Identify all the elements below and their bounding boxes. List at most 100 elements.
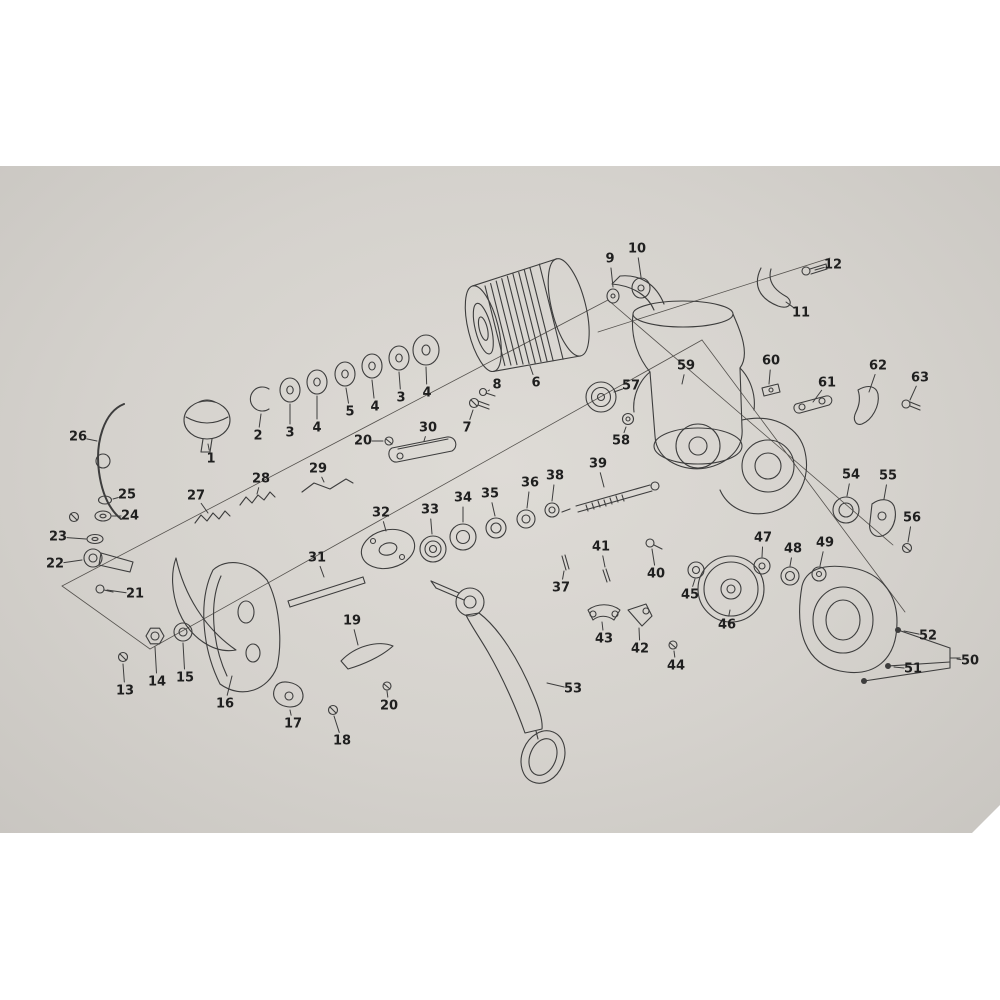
leader-line [487, 389, 491, 392]
part-number-label: 46 [718, 618, 736, 633]
part-number-label: 21 [126, 587, 144, 602]
leader-line [430, 518, 433, 535]
leader-line [846, 483, 850, 497]
leader-line [692, 578, 696, 587]
part-number-label: 43 [595, 632, 613, 647]
leader-line [819, 551, 824, 567]
leader-line [728, 609, 731, 617]
part-number-label: 20 [380, 699, 398, 714]
part-number-label: 54 [842, 468, 860, 483]
part-number-label: 42 [631, 642, 649, 657]
part-number-label: 9 [605, 252, 614, 267]
leader-line [637, 257, 642, 278]
part-number-label: 51 [904, 662, 922, 677]
leader-line [651, 548, 656, 566]
pinion-gear [585, 381, 635, 426]
part-number-label: 35 [481, 487, 499, 502]
leader-line [491, 502, 496, 517]
leader-line [345, 387, 350, 404]
lower-small-parts [273, 643, 394, 716]
leader-line [122, 663, 125, 683]
part-number-label: 3 [396, 391, 405, 406]
leader-line [638, 627, 641, 641]
part-number-label: 23 [49, 530, 67, 545]
part-number-label: 11 [792, 306, 810, 321]
bail-arm-parts [606, 263, 828, 308]
leader-line [623, 426, 627, 434]
leader-line [382, 521, 387, 532]
part-number-label: 48 [784, 542, 802, 557]
part-number-label: 14 [148, 675, 166, 690]
part-number-label: 53 [564, 682, 582, 697]
part-number-label: 15 [176, 671, 194, 686]
part-number-label: 36 [521, 476, 539, 491]
spool [464, 258, 590, 373]
rotor-body [611, 275, 807, 515]
part-number-label: 45 [681, 588, 699, 603]
leader-line [182, 642, 185, 670]
part-number-label: 55 [879, 469, 897, 484]
page-corner-fold [970, 805, 1000, 835]
part-number-label: 44 [667, 659, 685, 674]
leader-line [814, 266, 825, 271]
guide-lines [61, 257, 906, 650]
part-number-label: 58 [612, 434, 630, 449]
leader-line [200, 502, 209, 514]
part-number-label: 20 [354, 434, 372, 449]
leader-line [956, 658, 962, 661]
bail-wire-left [68, 403, 134, 594]
part-number-label: 5 [345, 405, 354, 420]
part-number-label: 26 [69, 430, 87, 445]
leader-line [112, 496, 119, 500]
leader-line [63, 559, 83, 564]
part-number-label: 57 [622, 379, 640, 394]
part-number-label: 40 [647, 567, 665, 582]
leader-line [86, 438, 98, 442]
leader-line [610, 267, 614, 288]
part-number-label: 28 [252, 472, 270, 487]
leader-line [256, 487, 260, 495]
leader-line [681, 374, 685, 385]
leader-line [425, 366, 428, 385]
leader-line [66, 537, 87, 540]
leader-line [909, 385, 917, 401]
part-number-label: 63 [911, 371, 929, 386]
springs [194, 478, 354, 524]
part-number-label: 7 [462, 421, 471, 436]
part-number-label: 19 [343, 614, 361, 629]
leader-line [562, 570, 565, 580]
leader-line [529, 365, 534, 376]
part-number-label: 16 [216, 697, 234, 712]
part-number-label: 18 [333, 734, 351, 749]
leader-line [546, 682, 565, 688]
bottom-margin [0, 833, 1000, 1000]
part-number-label: 39 [589, 457, 607, 472]
leader-line [398, 371, 401, 390]
spool-screws [468, 387, 496, 410]
part-number-label: 12 [824, 258, 842, 273]
leader-line [907, 526, 912, 543]
part-number-label: 49 [816, 536, 834, 551]
leader-line [154, 646, 157, 674]
oscillation-shaft [561, 481, 660, 513]
part-number-label: 3 [285, 426, 294, 441]
handle [430, 580, 566, 784]
leader-line [319, 565, 325, 578]
part-number-label: 50 [961, 654, 979, 669]
leader-line [768, 369, 771, 385]
leader-line [673, 650, 676, 658]
part-number-label: 25 [118, 488, 136, 503]
leader-line [883, 484, 887, 500]
part-number-label: 38 [546, 469, 564, 484]
leader-line [789, 557, 792, 567]
kick-lever-linkage [587, 538, 678, 650]
leader-line [258, 413, 262, 428]
part-number-label: 10 [628, 242, 646, 257]
part-number-label: 37 [552, 581, 570, 596]
part-number-label: 13 [116, 684, 134, 699]
leader-line [469, 409, 474, 420]
leader-line [289, 709, 292, 716]
